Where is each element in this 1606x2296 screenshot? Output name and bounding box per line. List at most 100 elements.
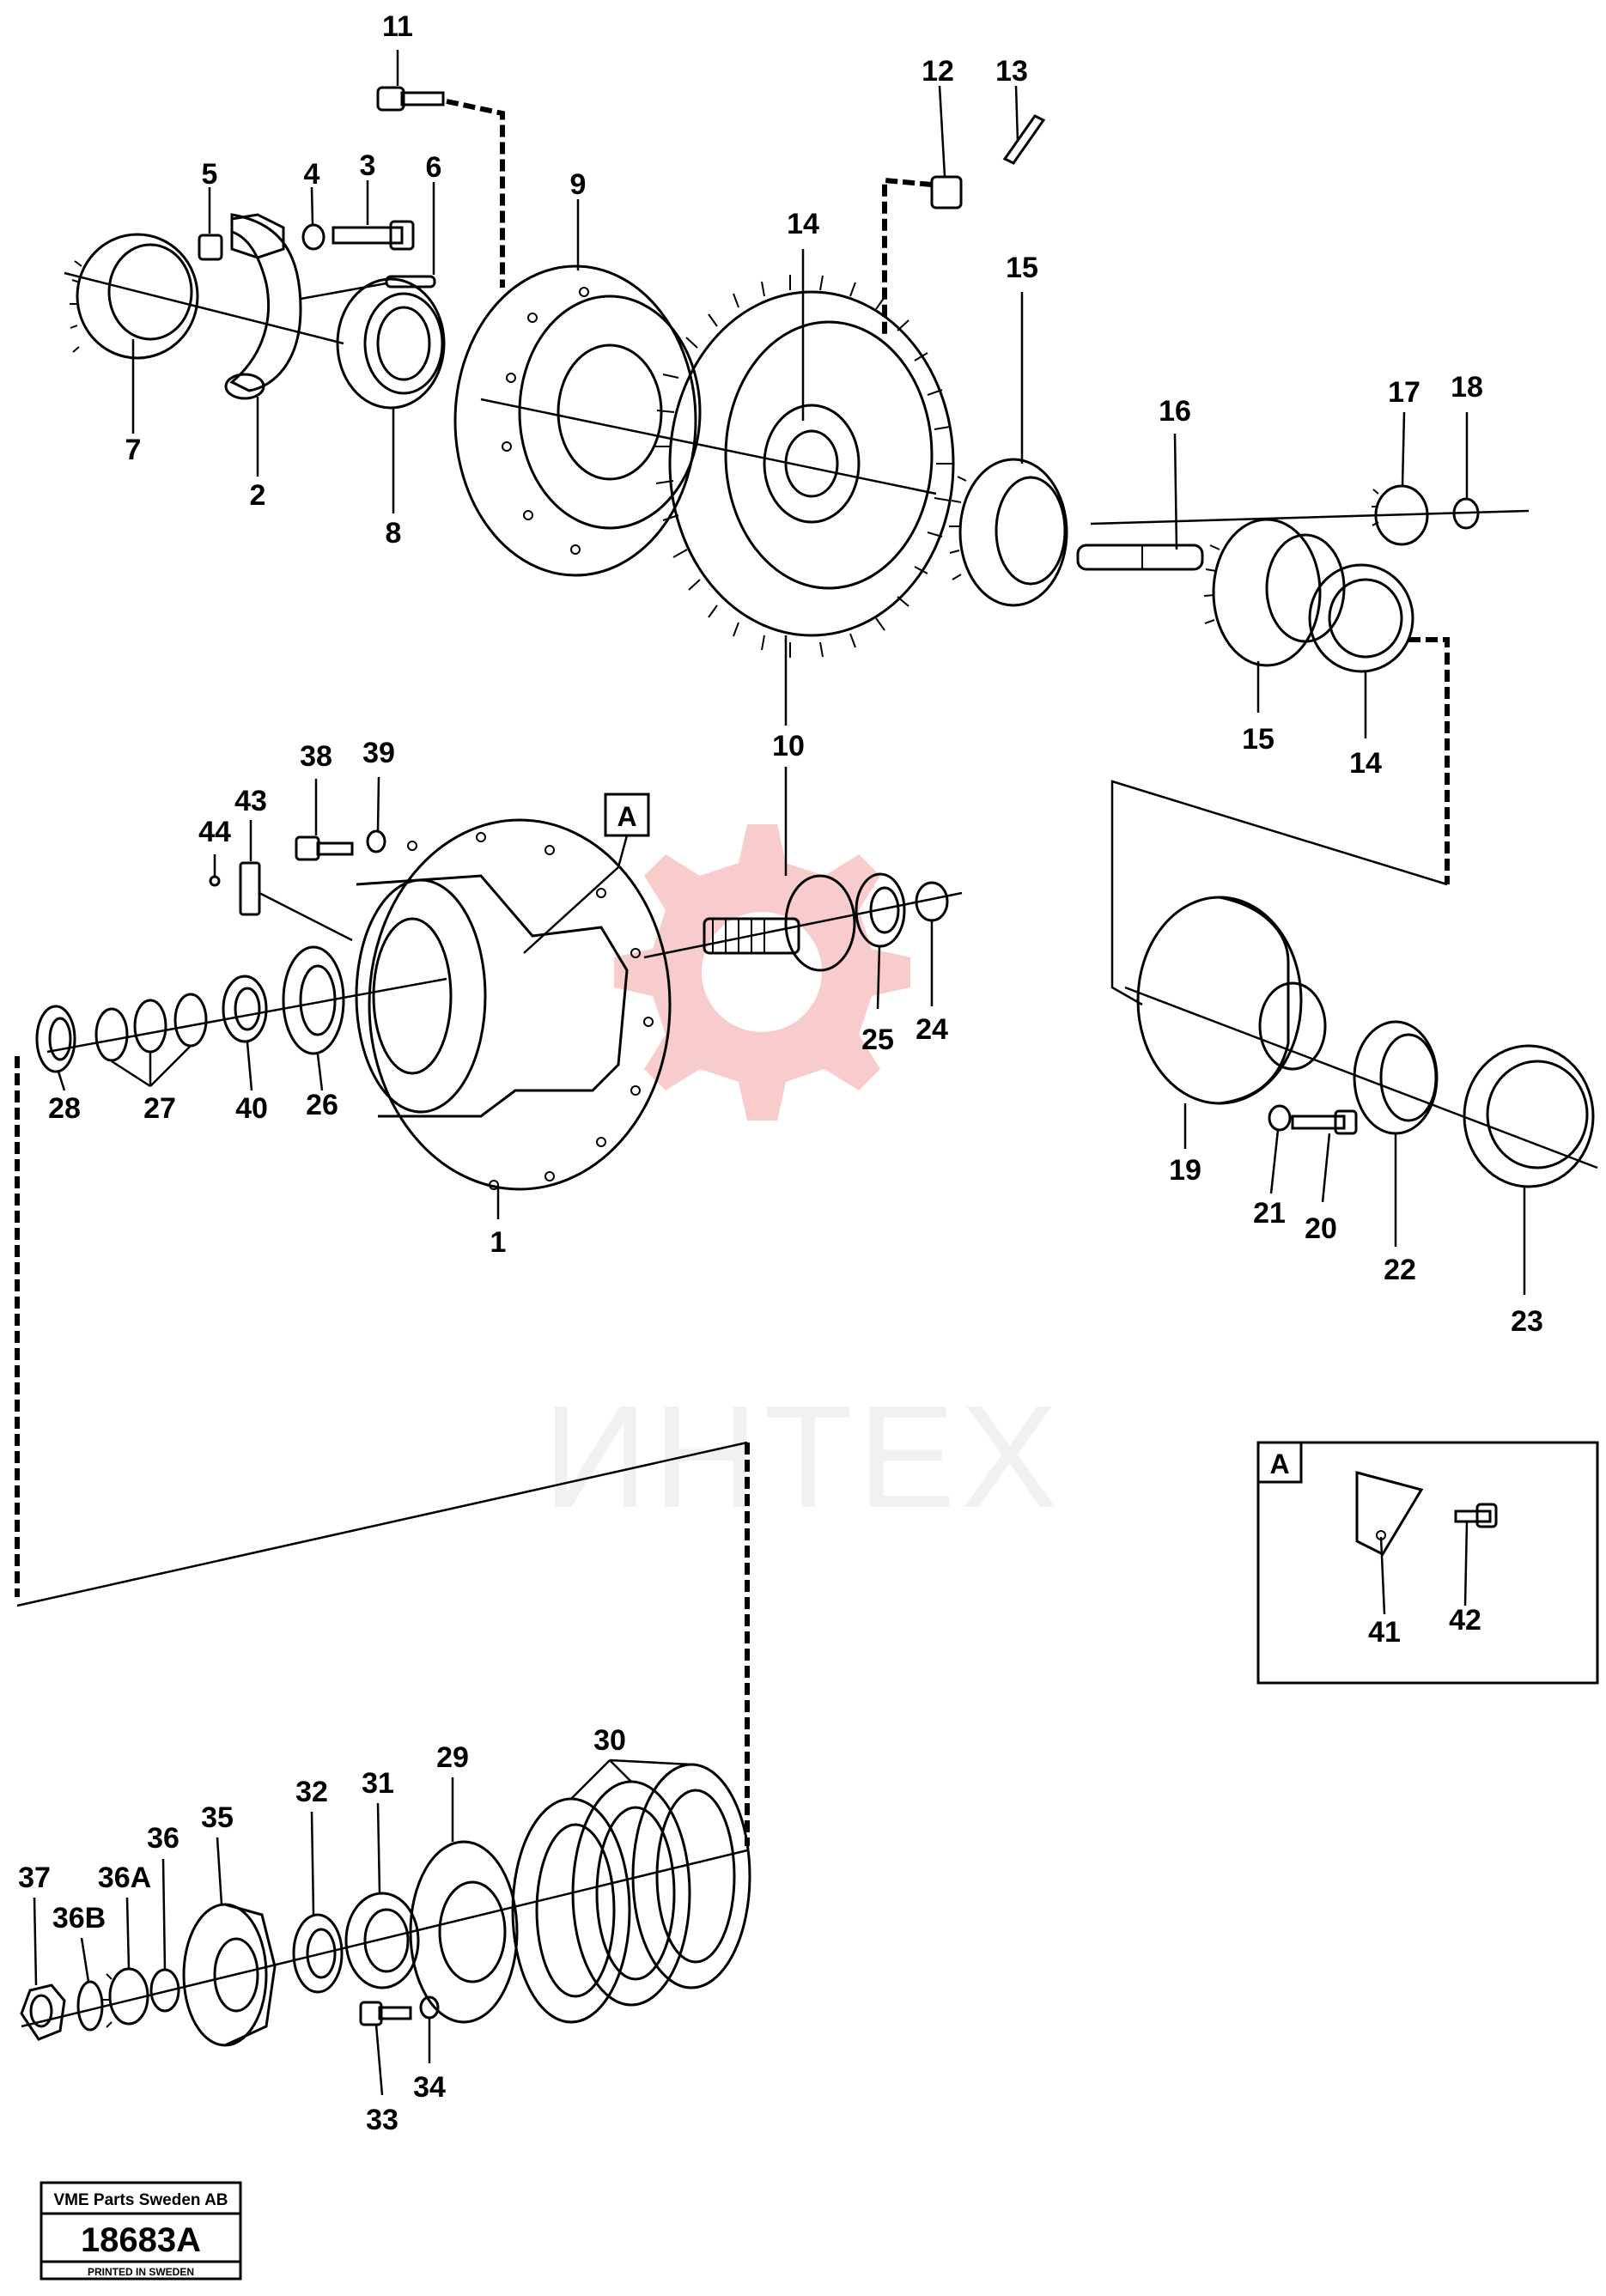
callout-20: 20 bbox=[1305, 1212, 1337, 1245]
callout-13: 13 bbox=[995, 55, 1028, 88]
part-35-hub-flange bbox=[182, 1903, 277, 2047]
axis-line-cap bbox=[300, 282, 387, 301]
watermark-text: ИНТЕХ bbox=[543, 1376, 1063, 1539]
watermark-gear-hub bbox=[702, 912, 822, 1032]
callout-26: 26 bbox=[306, 1089, 338, 1121]
callout-23: 23 bbox=[1511, 1305, 1543, 1338]
leader-42 bbox=[1463, 1521, 1469, 1607]
callout-14-upper: 14 bbox=[787, 208, 819, 240]
part-1-axle-housing bbox=[355, 818, 672, 1191]
leader-11-dashed bbox=[446, 99, 505, 288]
part-15b-side-gear bbox=[1203, 518, 1346, 667]
part-39-washer bbox=[366, 829, 386, 853]
leader-43-plate-to-housing bbox=[259, 891, 353, 942]
leader-41 bbox=[1379, 1536, 1386, 1615]
callout-1: 1 bbox=[490, 1226, 507, 1259]
part-11-bolt bbox=[376, 86, 445, 112]
axis-line-pinion bbox=[643, 891, 963, 959]
callout-36: 36 bbox=[147, 1822, 179, 1855]
axis-line-flange bbox=[21, 1849, 748, 2028]
part-31-bearing bbox=[344, 1892, 420, 1989]
callout-16: 16 bbox=[1159, 395, 1191, 428]
callout-40: 40 bbox=[235, 1092, 268, 1125]
part-43-plate bbox=[239, 861, 261, 916]
part-28-seal bbox=[35, 1005, 76, 1073]
part-20-bolt bbox=[1291, 1109, 1358, 1135]
callout-28: 28 bbox=[48, 1092, 81, 1125]
callout-3: 3 bbox=[360, 149, 376, 182]
part-27-shims bbox=[94, 993, 208, 1062]
part-6-pin bbox=[385, 275, 436, 289]
callout-7: 7 bbox=[125, 434, 142, 466]
part-detail-A-reference: A bbox=[523, 793, 650, 954]
part-44-screw bbox=[209, 875, 221, 887]
part-14b-thrust-washer bbox=[1308, 563, 1414, 673]
part-10-ring-gear bbox=[654, 275, 955, 658]
part-7-bearing-cup bbox=[70, 233, 199, 360]
callout-4: 4 bbox=[304, 158, 320, 191]
connector-line-right bbox=[1110, 780, 1448, 1006]
callout-15-upper: 15 bbox=[1006, 252, 1038, 284]
callout-12: 12 bbox=[922, 55, 954, 88]
axis-line-housing bbox=[46, 977, 447, 1054]
title-block-drawing-number: 18683A bbox=[81, 2221, 201, 2259]
part-42-bolt bbox=[1454, 1503, 1498, 1528]
callout-25: 25 bbox=[861, 1023, 894, 1056]
part-16-pinion-shaft bbox=[1076, 544, 1204, 571]
callout-8: 8 bbox=[386, 517, 402, 550]
callout-19: 19 bbox=[1169, 1154, 1201, 1187]
callout-labels: 11 12 13 5 4 3 6 9 14 15 7 2 8 16 17 18 … bbox=[18, 10, 1543, 2136]
part-21-washer bbox=[1268, 1104, 1292, 1132]
connector-line-bottom bbox=[16, 1441, 748, 1607]
part-10-pinion bbox=[703, 874, 856, 972]
part-30-brake-discs bbox=[511, 1763, 751, 2024]
part-36B-ring bbox=[76, 1980, 104, 2032]
callout-2: 2 bbox=[250, 479, 266, 512]
leader-12-dashed bbox=[882, 177, 933, 335]
callout-11: 11 bbox=[382, 10, 413, 43]
part-37-nut bbox=[20, 1983, 66, 2041]
callout-36B: 36B bbox=[52, 1902, 106, 1935]
callout-44: 44 bbox=[198, 816, 231, 848]
callout-5: 5 bbox=[202, 158, 218, 191]
callout-18: 18 bbox=[1451, 371, 1483, 404]
part-23-bearing-cup bbox=[1463, 1044, 1595, 1188]
detail-A-box-label: A bbox=[1269, 1449, 1289, 1479]
part-15-side-gear bbox=[949, 458, 1068, 607]
part-5-nut bbox=[198, 234, 223, 261]
part-12-castle-nut bbox=[930, 175, 963, 210]
part-13-cotter-pin bbox=[1002, 114, 1046, 165]
callout-15-lower: 15 bbox=[1242, 723, 1274, 756]
callout-37: 37 bbox=[18, 1862, 51, 1894]
part-3-bolt bbox=[332, 220, 415, 251]
title-block: VME Parts Sweden AB 18683A PRINTED IN SW… bbox=[40, 2181, 242, 2281]
callout-35: 35 bbox=[201, 1801, 234, 1834]
callout-41: 41 bbox=[1368, 1616, 1401, 1649]
callout-31: 31 bbox=[362, 1767, 394, 1800]
callout-39: 39 bbox=[362, 737, 395, 769]
part-8-bearing bbox=[336, 277, 446, 410]
leader-14-dashed bbox=[1408, 637, 1450, 884]
part-41-bracket bbox=[1355, 1471, 1424, 1556]
part-4-washer bbox=[301, 223, 325, 251]
watermark-logo: ИНТЕХ bbox=[543, 824, 1063, 1539]
callout-22: 22 bbox=[1384, 1254, 1416, 1286]
callout-29: 29 bbox=[436, 1741, 469, 1774]
part-19-differential-case bbox=[1136, 896, 1327, 1105]
callout-32: 32 bbox=[295, 1776, 328, 1808]
part-25-bearing bbox=[855, 872, 906, 948]
callout-33: 33 bbox=[366, 2104, 398, 2136]
callout-21: 21 bbox=[1253, 1197, 1286, 1230]
callout-9: 9 bbox=[570, 168, 587, 201]
callout-6: 6 bbox=[426, 151, 442, 184]
part-33-bolt bbox=[359, 2001, 412, 2026]
part-38-bolt bbox=[295, 835, 354, 861]
callout-leaders bbox=[33, 50, 1526, 2096]
callout-17: 17 bbox=[1388, 376, 1420, 409]
callout-14-lower: 14 bbox=[1349, 747, 1382, 780]
detail-A-box: A bbox=[1256, 1441, 1599, 1685]
title-block-footer: PRINTED IN SWEDEN bbox=[88, 2266, 194, 2278]
part-29-flange bbox=[409, 1840, 519, 2024]
part-2-bearing-cap bbox=[224, 213, 302, 400]
